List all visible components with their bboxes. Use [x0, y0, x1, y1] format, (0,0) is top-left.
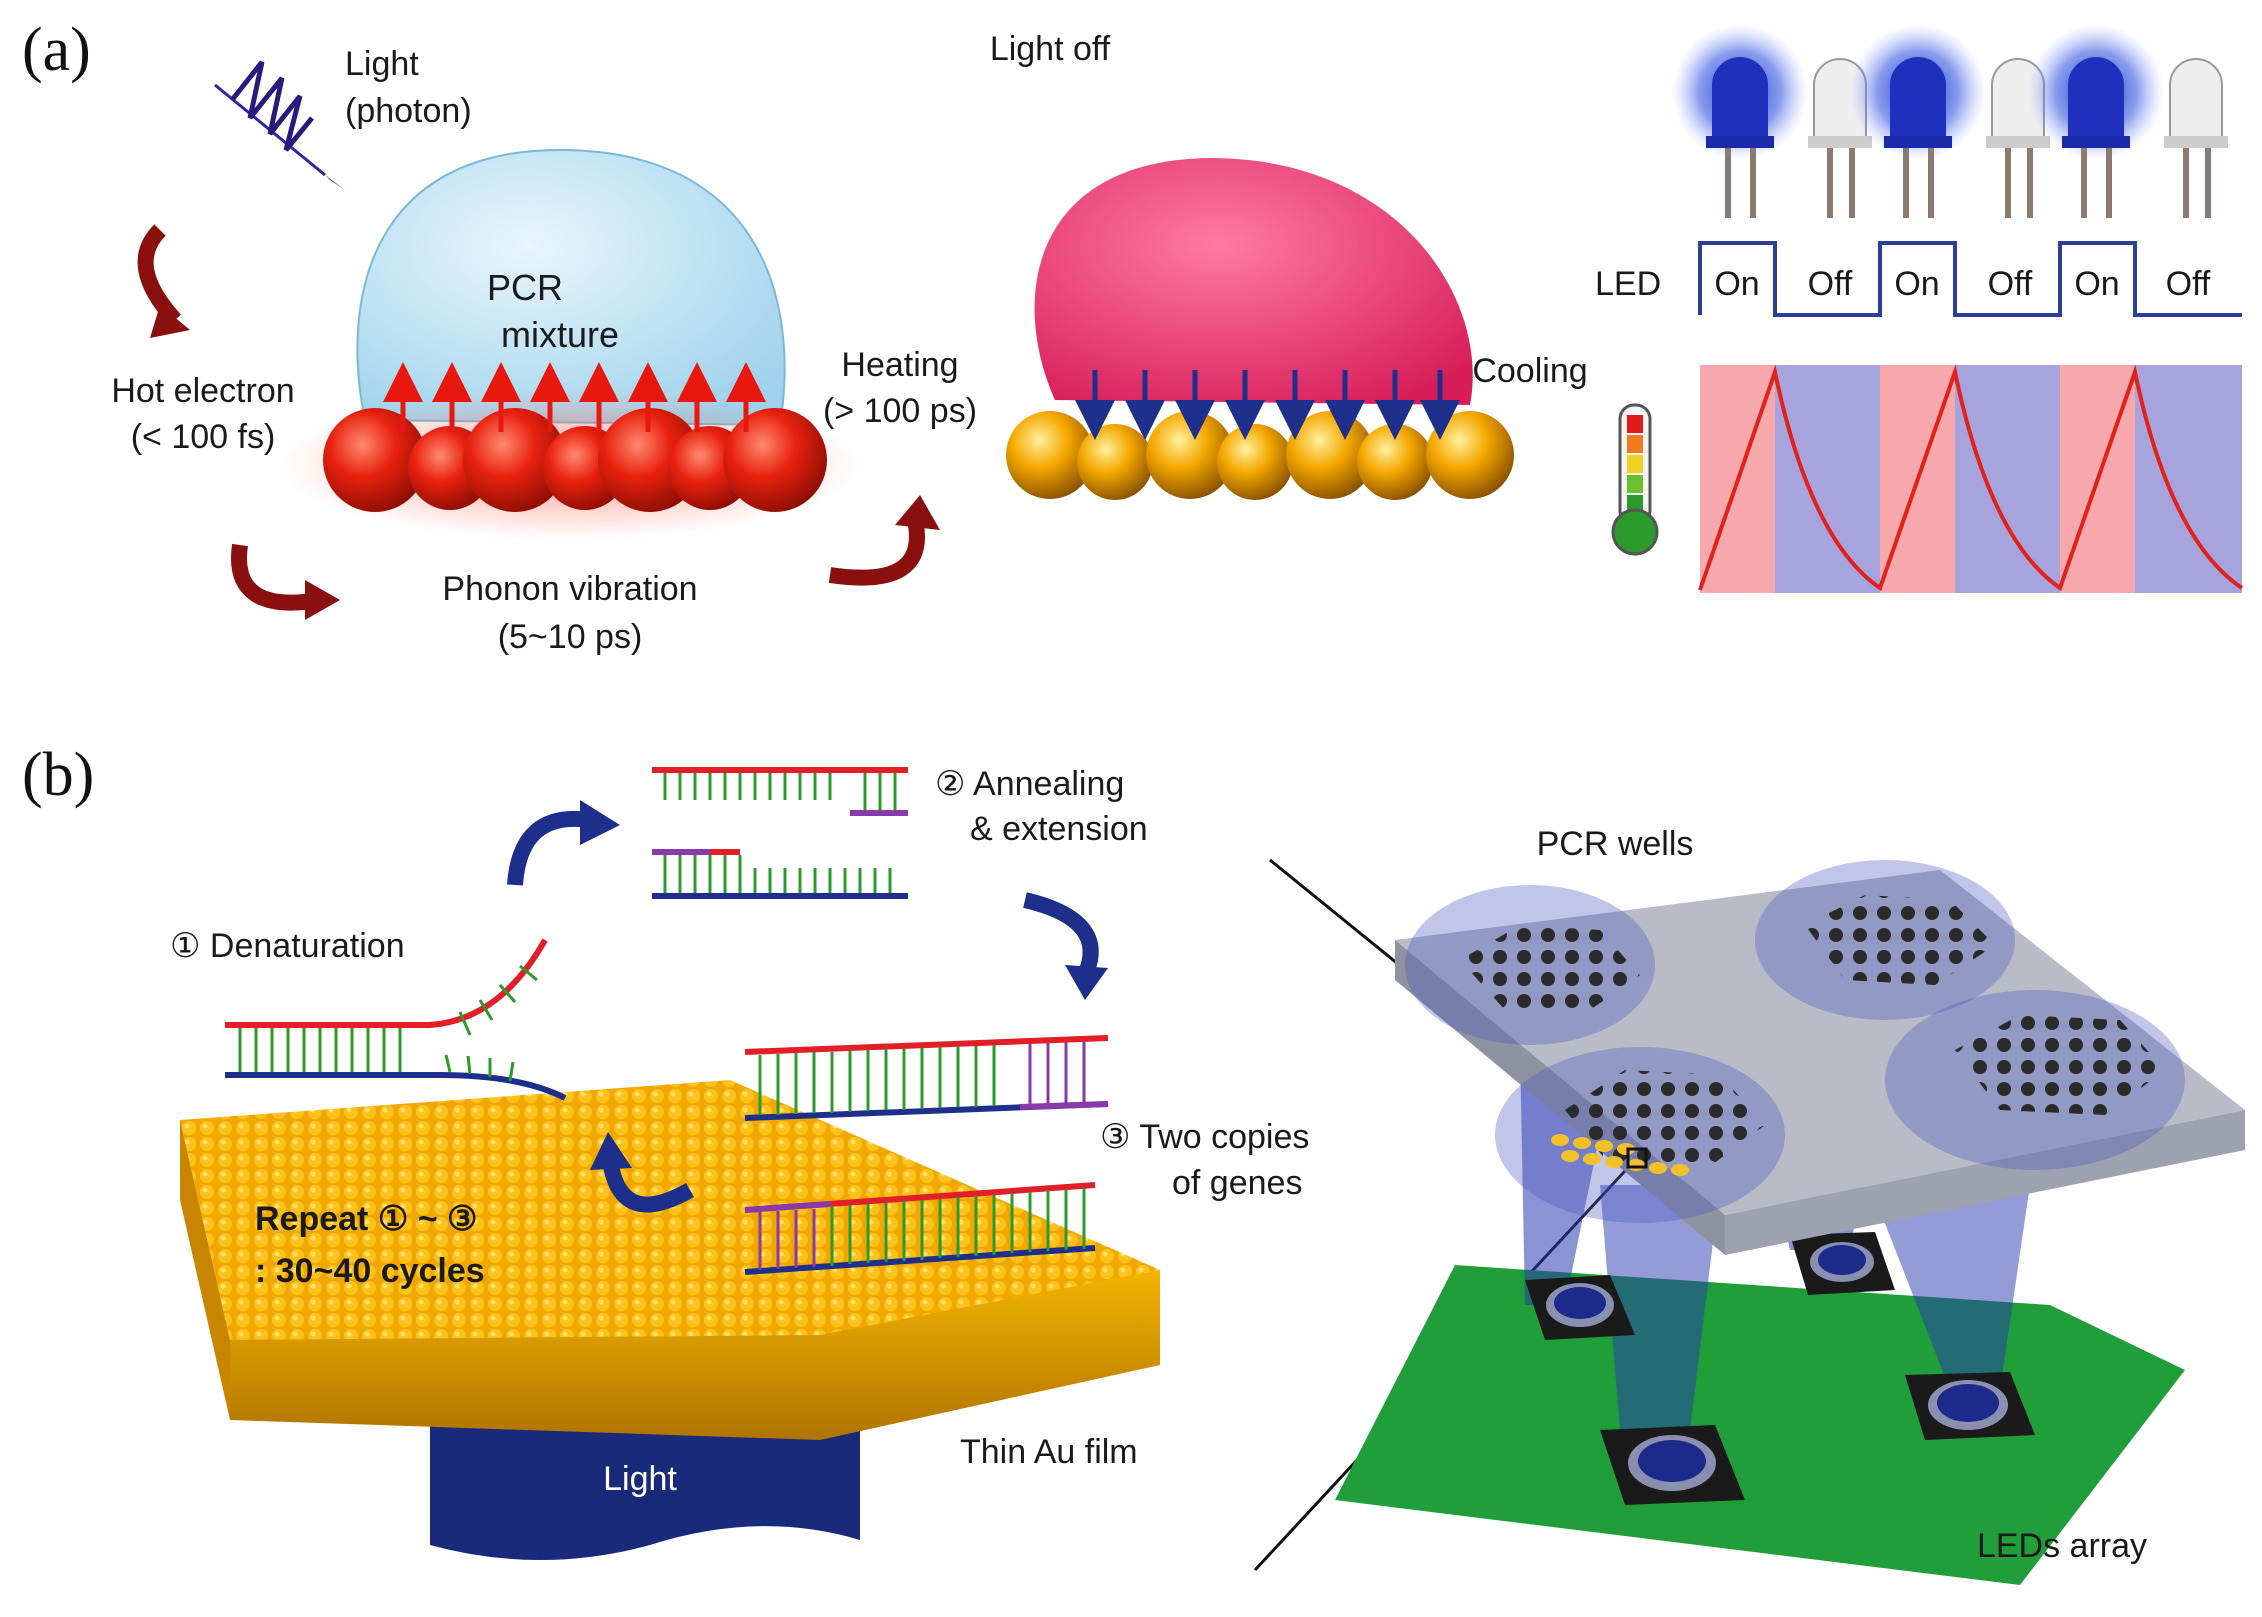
light-photon-line2: (photon): [345, 92, 472, 130]
well-array: [1955, 1015, 2165, 1115]
annealing-line1: ② Annealing: [935, 765, 1124, 803]
dna-copy-1: [744, 1035, 1109, 1121]
cycle-arrow-icon: [590, 1132, 632, 1170]
temperature-line: [1698, 364, 2244, 592]
panel-b-label: (b): [22, 741, 94, 809]
light-off-label: Light off: [990, 30, 1111, 68]
lit-wells: [1551, 1134, 1689, 1176]
led-on-icon: [1850, 24, 1986, 218]
denaturation-label: ① Denaturation: [170, 927, 405, 965]
annealing-line2: & extension: [970, 810, 1148, 848]
cycle-arrow-icon: [895, 495, 940, 530]
zoom-marker: [1626, 1147, 1648, 1169]
led-package-icon: [1790, 1232, 1895, 1295]
heated-nanoparticles: [323, 408, 827, 512]
pcr-mixture-line2: mixture: [501, 314, 619, 355]
heating-arrows: [383, 362, 766, 432]
heating-line2: (> 100 ps): [823, 392, 977, 430]
two-copies-line2: of genes: [1172, 1164, 1302, 1202]
cooled-nanoparticles: [1006, 411, 1514, 500]
dna-copy-2: [744, 1182, 1096, 1275]
led-light-cone: [1600, 1185, 1720, 1430]
repeat-line1: Repeat ① ~ ③: [255, 1200, 478, 1238]
hot-electron-line2: (< 100 fs): [131, 418, 276, 456]
heating-line1: Heating: [841, 346, 958, 384]
pcr-mixture-line1: PCR: [487, 267, 563, 308]
cycle-arrow-icon: [150, 305, 190, 338]
thin-au-film-label: Thin Au film: [960, 1433, 1138, 1471]
cycle-arrow-icon: [1065, 965, 1108, 1000]
led-on-icon: [1672, 24, 1808, 218]
led-state-4: On: [2074, 265, 2119, 303]
pcr-droplet-cool: [1034, 158, 1473, 405]
cycle-arrow-icon: [1023, 892, 1099, 979]
cycle-arrow-icon: [231, 543, 322, 611]
repeat-line2: : 30~40 cycles: [255, 1252, 485, 1290]
led-state-1: Off: [1808, 265, 1853, 303]
dna-annealing: [652, 767, 908, 899]
well-array: [1460, 925, 1640, 1010]
led-package-icon: [1905, 1372, 2035, 1440]
cycle-arrow-icon: [580, 800, 620, 845]
led-signal-label: LED: [1595, 265, 1661, 303]
led-signal-line: [1698, 241, 2242, 317]
pcr-wells-label: PCR wells: [1537, 825, 1694, 863]
cycle-arrow-icon: [507, 810, 592, 886]
au-film: [180, 1080, 1160, 1440]
dna-denaturation: [225, 938, 567, 1101]
thermometer-icon: [1611, 403, 1659, 556]
led-package-icon: [1525, 1275, 1635, 1340]
led-state-5: Off: [2166, 265, 2211, 303]
cooling-arrows: [1075, 370, 1460, 440]
led-state-3: Off: [1988, 265, 2033, 303]
leds-array-label: LEDs array: [1977, 1527, 2147, 1565]
light-photon-line1: Light: [345, 45, 419, 83]
phonon-line2: (5~10 ps): [498, 618, 643, 656]
hot-electron-line1: Hot electron: [111, 372, 294, 410]
led-off-icon: [2164, 58, 2228, 218]
two-copies-line1: ③ Two copies: [1100, 1118, 1309, 1156]
led-state-0: On: [1714, 265, 1759, 303]
pcr-well-plate: [1395, 860, 2245, 1255]
cycle-arrow-icon: [828, 518, 925, 586]
well-array: [1565, 1070, 1765, 1170]
photon-wave-icon: [214, 60, 345, 190]
light-label: Light: [603, 1460, 677, 1498]
phonon-line1: Phonon vibration: [442, 570, 697, 608]
well-array: [1805, 895, 1995, 985]
pcr-droplet-hot: [356, 148, 786, 427]
temperature-profile: [1698, 364, 2244, 593]
led-row: [1672, 24, 2228, 218]
cycle-arrow-icon: [305, 580, 340, 620]
led-light-cone: [1870, 1185, 2030, 1390]
cycle-arrow-icon: [137, 224, 181, 326]
cycle-arrow-icon: [602, 1158, 694, 1213]
panel-a-label: (a): [22, 16, 91, 84]
cooling-label: Cooling: [1472, 352, 1587, 390]
led-state-2: On: [1894, 265, 1939, 303]
led-on-icon: [2028, 24, 2164, 218]
led-package-icon: [1600, 1425, 1745, 1505]
